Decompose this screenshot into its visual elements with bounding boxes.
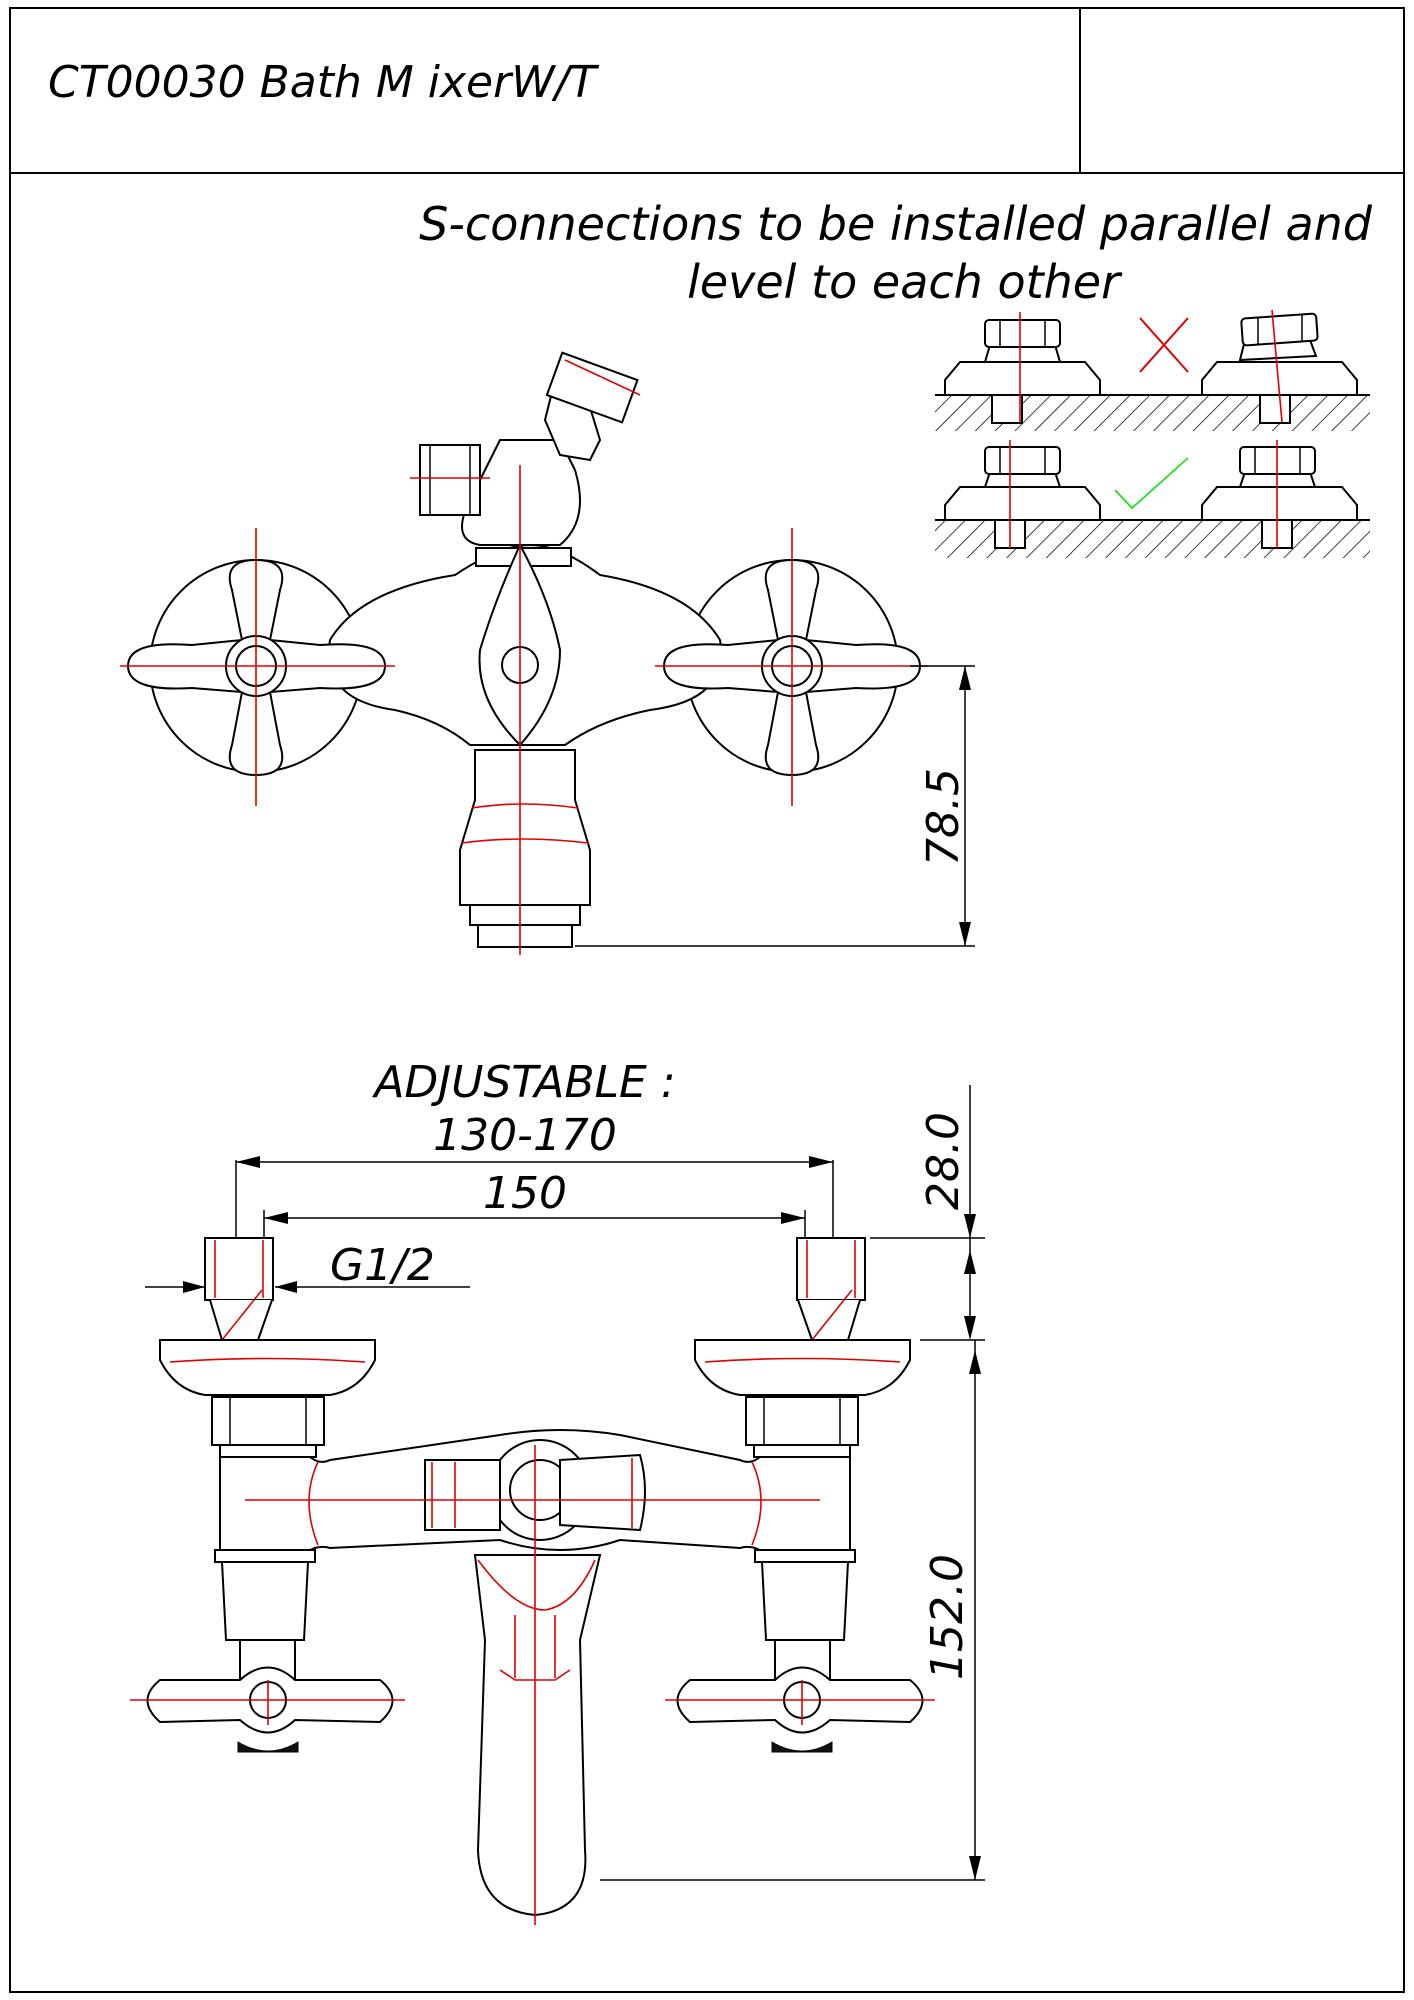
green-check-icon <box>1114 457 1189 510</box>
note-line-2: level to each other <box>687 255 1123 309</box>
right-inlet <box>694 1237 911 1458</box>
dimension-adjustable-range: 130-170 <box>433 1110 617 1161</box>
left-inlet <box>159 1237 376 1458</box>
shower-outlet <box>419 444 481 516</box>
s-connection-wrong-right <box>1201 309 1358 424</box>
dimension-projection: 152.0 <box>922 1554 973 1680</box>
left-handle-plan <box>146 1639 394 1753</box>
shower-outlet-plan <box>424 1459 501 1531</box>
s-connection-correct-left <box>944 440 1101 549</box>
dimension-thread: G1/2 <box>330 1240 435 1291</box>
diverter-neck <box>461 439 581 546</box>
drawing-frame <box>9 7 1405 1993</box>
dimension-inlet-length: 28.0 <box>918 1112 969 1210</box>
bottom-view: ADJUSTABLE : 130-170 150 G1/2 28.0 152.0 <box>130 1057 985 1925</box>
dimension-height-top: 78.5 <box>918 768 969 866</box>
s-connection-wrong-left <box>944 312 1101 424</box>
dimension-adjustable-label: ADJUSTABLE : <box>371 1057 675 1108</box>
dimension-center-distance: 150 <box>483 1168 567 1219</box>
red-cross-icon <box>1139 317 1189 373</box>
drawing-title: CT00030 Bath M ixerW/T <box>48 57 600 108</box>
s-connection-detail <box>935 309 1370 558</box>
right-handle-plan <box>676 1639 924 1753</box>
note-line-1: S-connections to be installed parallel a… <box>419 197 1373 251</box>
top-view: 78.5 <box>120 351 975 955</box>
s-connection-correct-right <box>1201 440 1358 549</box>
spout <box>459 749 591 906</box>
